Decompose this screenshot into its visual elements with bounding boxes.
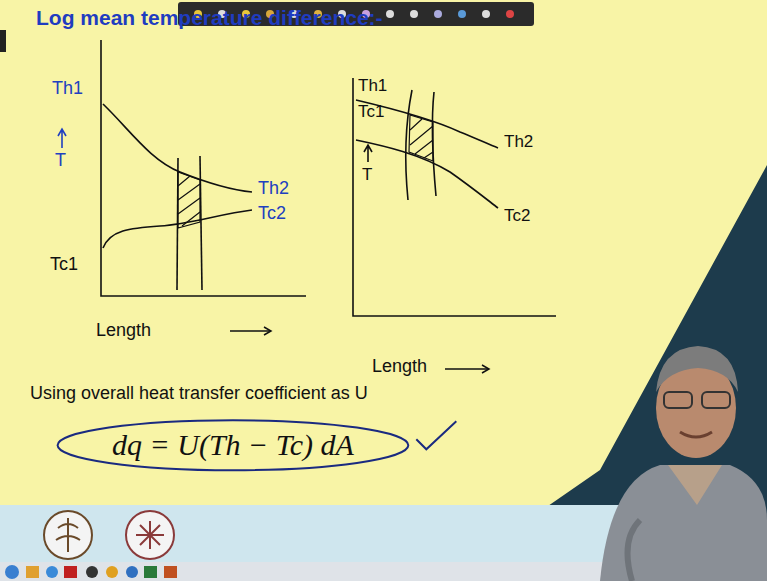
temperature-label: Tc2 bbox=[504, 206, 530, 226]
footer-band bbox=[0, 505, 620, 562]
temperature-label: Th1 bbox=[52, 78, 83, 99]
axis-label: Length bbox=[96, 320, 151, 341]
right-chart bbox=[353, 78, 556, 373]
edge-mark bbox=[0, 30, 6, 52]
taskbar-icons bbox=[5, 565, 177, 579]
temperature-label: Th2 bbox=[258, 178, 289, 199]
note-text: Using overall heat transfer coefficient … bbox=[30, 383, 368, 404]
temperature-label: Tc1 bbox=[50, 254, 78, 275]
equation: dq = U(Th − Tc) dA bbox=[112, 428, 354, 463]
ink-check bbox=[416, 421, 456, 449]
axis-label: T bbox=[362, 165, 372, 185]
temperature-label: Tc2 bbox=[258, 203, 286, 224]
left-chart bbox=[58, 40, 306, 335]
logo bbox=[44, 511, 174, 559]
axis-label: Length bbox=[372, 356, 427, 377]
slide-title: Log mean temperature difference:- bbox=[36, 6, 383, 30]
ink-circle bbox=[58, 420, 409, 470]
axis-label: T bbox=[55, 150, 66, 171]
temperature-label: Th1 bbox=[358, 76, 387, 96]
temperature-label: Tc1 bbox=[358, 102, 384, 122]
temperature-label: Th2 bbox=[504, 132, 533, 152]
presenter bbox=[600, 346, 767, 581]
